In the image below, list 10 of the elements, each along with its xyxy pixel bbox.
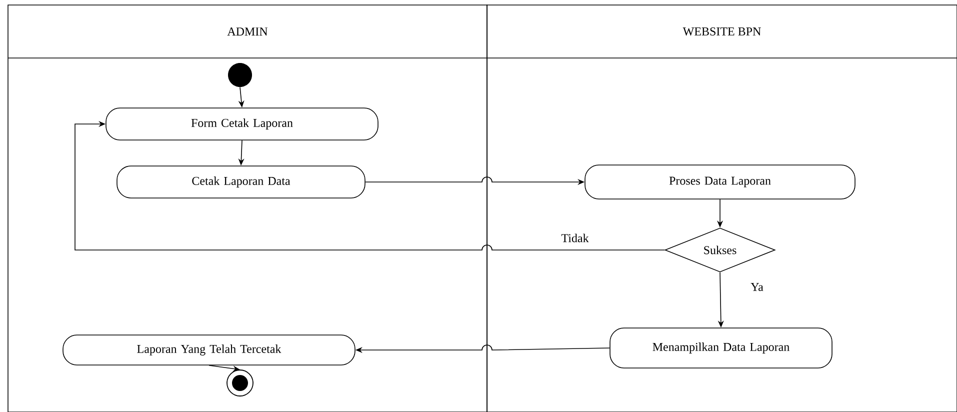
edge-label: Ya <box>750 283 764 291</box>
activity-box: Laporan Yang Telah Tercetak <box>62 334 356 366</box>
end-node <box>226 370 254 396</box>
activity-box: Form Cetak Laporan <box>106 108 378 140</box>
activity-box: Cetak Laporan Data <box>116 166 366 198</box>
start-node <box>228 63 252 87</box>
arrow <box>74 120 665 250</box>
activity-box: Proses Data Laporan <box>584 164 856 200</box>
edge-label: Tidak <box>561 234 589 242</box>
activity-box: Menampilkan Data Laporan <box>610 328 832 368</box>
